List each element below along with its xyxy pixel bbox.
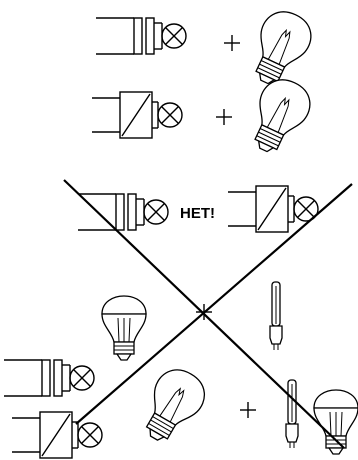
incandescent-bulb-icon — [241, 72, 318, 160]
led-bulb-icon — [102, 296, 146, 360]
converter-indicator-symbol — [92, 92, 182, 138]
incandescent-bulb-icon — [132, 362, 212, 451]
plus-icon — [240, 402, 256, 418]
plus-icon — [224, 35, 240, 51]
no-label: НЕТ! — [180, 205, 215, 222]
transformer-indicator-symbol — [96, 18, 186, 54]
led-bulb-icon — [314, 390, 358, 454]
forbidden-section: НЕТ! — [4, 180, 358, 458]
row-2 — [92, 72, 317, 160]
cfl-tube-icon — [270, 282, 282, 350]
cfl-tube-icon — [286, 380, 298, 448]
row-1 — [96, 4, 318, 92]
incandescent-bulb-icon — [242, 4, 319, 92]
plus-icon — [216, 109, 232, 125]
converter-indicator-symbol — [12, 412, 102, 458]
transformer-indicator-symbol — [78, 194, 168, 230]
transformer-indicator-symbol — [4, 360, 94, 396]
